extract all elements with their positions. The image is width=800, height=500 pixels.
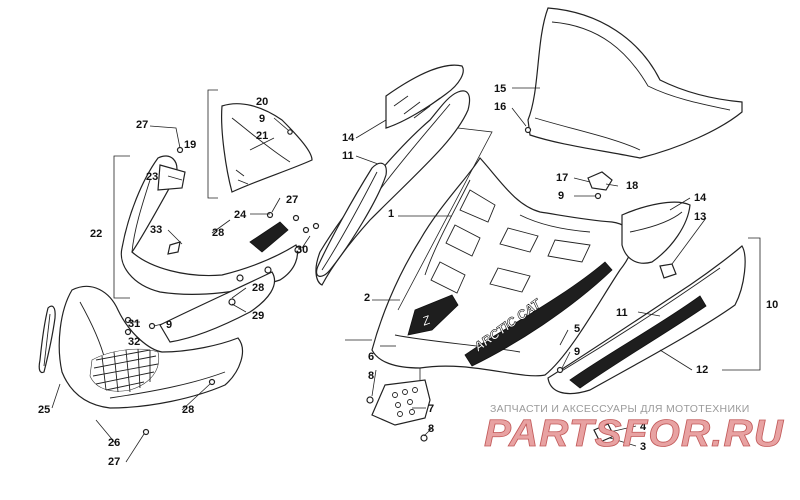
side-vent-grille-right[interactable] — [621, 201, 691, 264]
fasteners — [124, 129, 615, 443]
callout-2[interactable]: 2 — [364, 292, 370, 304]
callout-22[interactable]: 22 — [90, 228, 102, 240]
hood[interactable] — [371, 156, 634, 377]
callout-28[interactable]: 28 — [212, 227, 224, 239]
callout-28[interactable]: 28 — [182, 404, 194, 416]
hood-side-panel-right[interactable] — [547, 245, 746, 395]
lower-nose-plate[interactable] — [159, 271, 276, 343]
windshield-bracket — [587, 171, 613, 200]
callout-16[interactable]: 16 — [494, 101, 506, 113]
lower-nose-grille[interactable] — [89, 348, 160, 393]
callout-18[interactable]: 18 — [626, 180, 638, 192]
callout-31[interactable]: 31 — [128, 318, 140, 330]
callout-13[interactable]: 13 — [694, 211, 706, 223]
callout-6[interactable]: 6 — [368, 351, 374, 363]
callout-32[interactable]: 32 — [128, 336, 140, 348]
callout-17[interactable]: 17 — [556, 172, 568, 184]
windshield[interactable] — [527, 7, 743, 159]
callout-27[interactable]: 27 — [286, 194, 298, 206]
callout-19[interactable]: 19 — [184, 139, 196, 151]
callout-29[interactable]: 29 — [252, 310, 264, 322]
callout-12[interactable]: 12 — [696, 364, 708, 376]
callout-20[interactable]: 20 — [256, 96, 268, 108]
callout-3[interactable]: 3 — [640, 441, 646, 453]
callout-10[interactable]: 10 — [766, 299, 778, 311]
callout-30[interactable]: 30 — [296, 244, 308, 256]
callout-27[interactable]: 27 — [136, 119, 148, 131]
callout-33[interactable]: 33 — [150, 224, 162, 236]
callout-4[interactable]: 4 — [640, 421, 647, 433]
skid-plate[interactable] — [371, 379, 431, 426]
callout-26[interactable]: 26 — [108, 437, 120, 449]
windshield-bolt — [524, 126, 532, 134]
callout-25[interactable]: 25 — [38, 404, 50, 416]
front-upper-cover[interactable] — [221, 103, 313, 193]
front-nose-upper[interactable] — [120, 155, 299, 295]
group-brackets — [113, 89, 761, 371]
callout-24[interactable]: 24 — [234, 209, 247, 221]
watermark: ЗАПЧАСТИ И АКСЕССУАРЫ ДЛЯ МОТОТЕХНИКИ PA… — [484, 403, 785, 455]
callout-27[interactable]: 27 — [108, 456, 120, 468]
callout-14[interactable]: 14 — [694, 192, 707, 204]
callout-1[interactable]: 1 — [388, 208, 394, 220]
callout-11[interactable]: 11 — [616, 307, 628, 319]
trim-strip-left[interactable] — [316, 162, 387, 277]
watermark-subtitle: ЗАПЧАСТИ И АКСЕССУАРЫ ДЛЯ МОТОТЕХНИКИ — [490, 403, 750, 415]
callout-23[interactable]: 23 — [146, 171, 158, 183]
watermark-brand: PARTSFOR.RU — [484, 413, 785, 455]
callout-labels: 27 20 9 19 21 23 27 24 33 28 22 30 28 29… — [38, 83, 778, 468]
upper-vent-cover[interactable] — [385, 64, 464, 129]
callout-9[interactable]: 9 — [558, 190, 564, 202]
leader-lines — [51, 87, 707, 463]
corner-blade[interactable] — [38, 305, 56, 374]
callout-9[interactable]: 9 — [166, 319, 172, 331]
callout-8[interactable]: 8 — [368, 370, 374, 382]
callout-28[interactable]: 28 — [252, 282, 264, 294]
panel-fastener — [659, 263, 677, 279]
callout-15[interactable]: 15 — [494, 83, 506, 95]
callout-9[interactable]: 9 — [259, 113, 265, 125]
callout-8[interactable]: 8 — [428, 423, 434, 435]
callout-9[interactable]: 9 — [574, 346, 580, 358]
callout-11[interactable]: 11 — [342, 150, 354, 162]
nose-side-trim[interactable] — [157, 164, 186, 191]
callout-21[interactable]: 21 — [256, 130, 268, 142]
callout-5[interactable]: 5 — [574, 323, 580, 335]
hood-frame-lines — [345, 127, 493, 380]
callout-14[interactable]: 14 — [342, 132, 355, 144]
callout-7[interactable]: 7 — [428, 403, 434, 415]
